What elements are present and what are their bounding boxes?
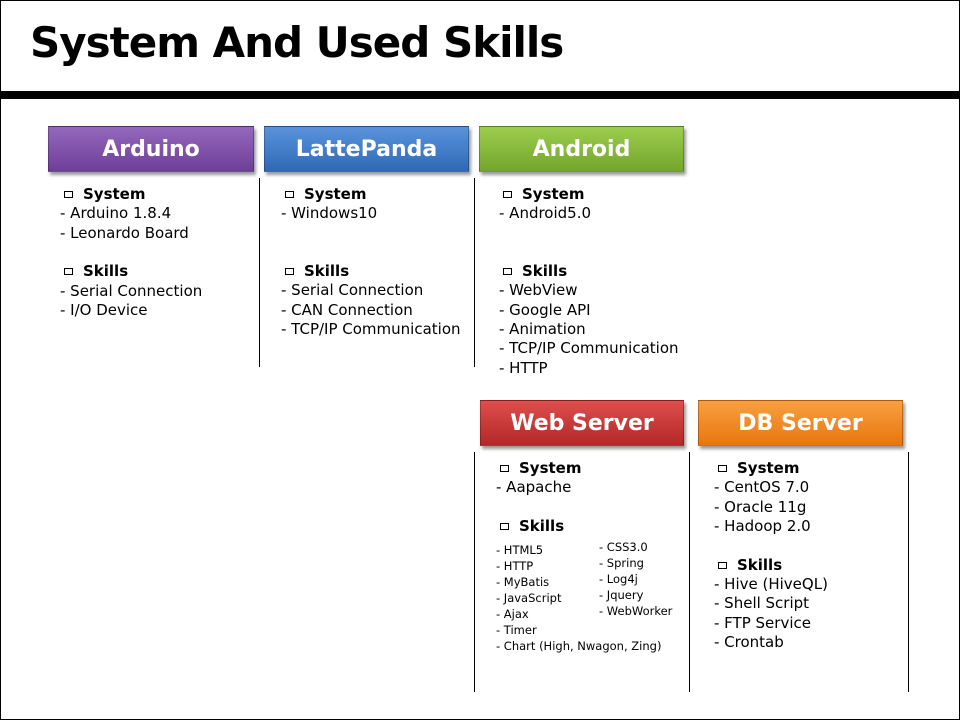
divider [689,452,690,692]
square-bullet-icon [285,191,294,199]
db-server-details: System - CentOS 7.0 - Oracle 11g - Hadoo… [714,459,828,652]
divider [908,452,909,692]
title-divider [0,91,960,99]
square-bullet-icon [718,561,727,569]
web-server-details: System - Aapache Skills [496,459,582,535]
android-header: Android [479,126,684,172]
arduino-header: Arduino [48,126,254,172]
web-skills-left: - HTML5 - HTTP - MyBatis - JavaScript - … [496,543,662,653]
web-server-header: Web Server [480,400,684,446]
square-bullet-icon [503,268,512,276]
square-bullet-icon [500,523,509,531]
web-skills-right: - CSS3.0 - Spring - Log4j - Jquery - Web… [599,540,673,618]
square-bullet-icon [64,191,73,199]
square-bullet-icon [718,465,727,473]
square-bullet-icon [503,191,512,199]
arduino-details: System - Arduino 1.8.4 - Leonardo Board … [60,185,203,320]
lattepanda-header: LattePanda [264,126,469,172]
android-details: System - Android5.0 Skills - WebView - G… [499,185,679,377]
slide-title: System And Used Skills [30,18,564,67]
divider [474,178,475,367]
square-bullet-icon [500,465,509,473]
divider [474,452,475,692]
lattepanda-details: System - Windows10 Skills - Serial Conne… [281,185,461,339]
square-bullet-icon [285,268,294,276]
divider [259,178,260,367]
square-bullet-icon [64,268,73,276]
db-server-header: DB Server [698,400,903,446]
